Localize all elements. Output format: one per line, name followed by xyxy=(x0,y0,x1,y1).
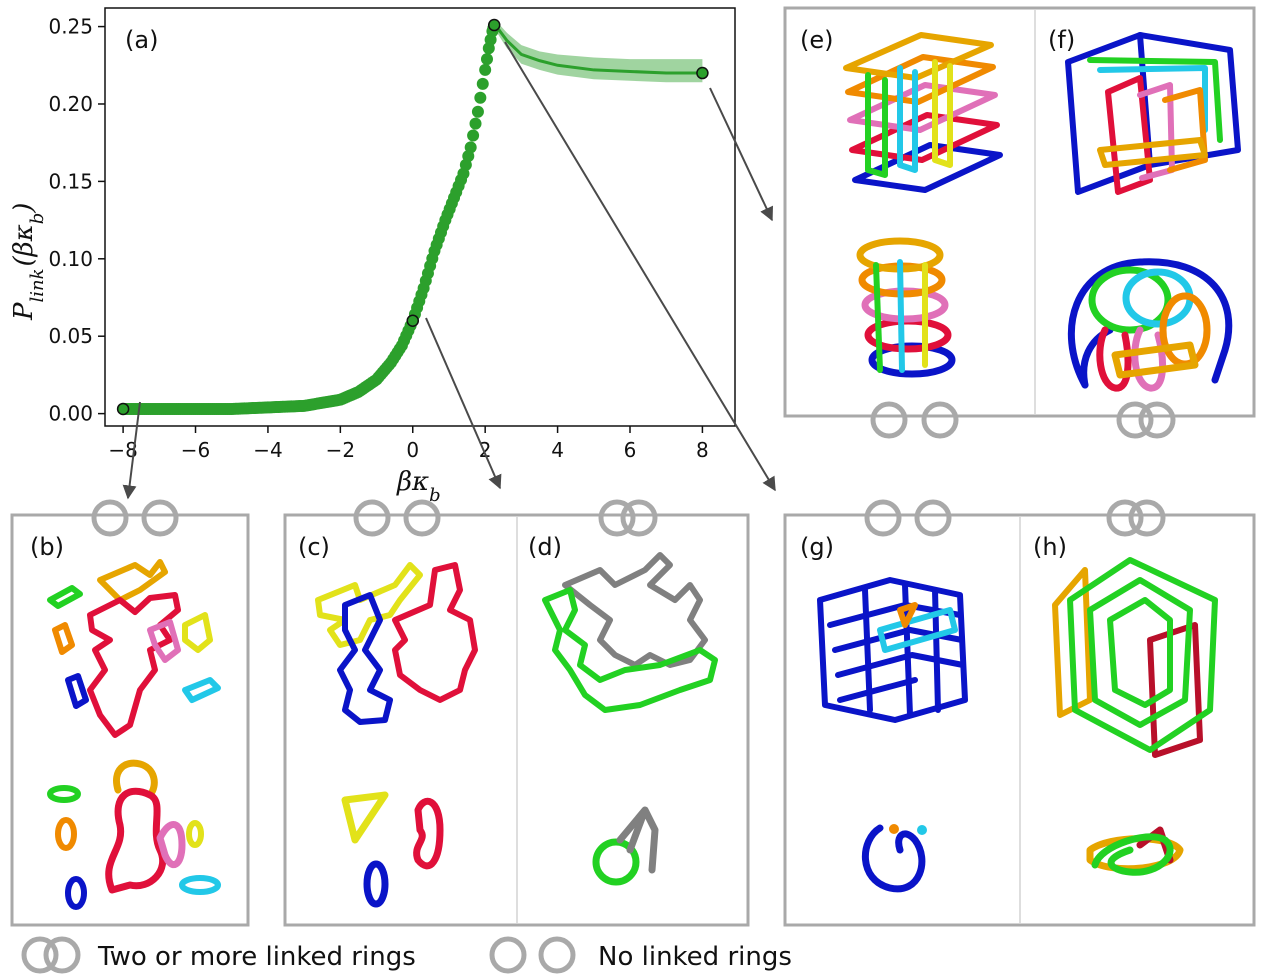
y-tick-label: 0.00 xyxy=(48,402,93,426)
conformation-e-offlattice xyxy=(856,237,956,378)
arrow-to-g xyxy=(504,41,776,492)
data-point xyxy=(480,53,493,66)
ring-cyan-f xyxy=(1097,65,1208,133)
conformation-d-offlattice xyxy=(592,806,659,886)
arrow-to-c xyxy=(425,317,502,490)
ring-gold-e xyxy=(843,32,994,81)
legend-unlinked-label: No linked rings xyxy=(598,942,792,972)
x-tick-label: −2 xyxy=(326,438,355,462)
panel-label-c: (c) xyxy=(298,533,330,561)
data-point xyxy=(474,91,487,104)
panel-label-f: (f) xyxy=(1048,26,1075,54)
box-cd: (c) (d) xyxy=(283,513,750,927)
panel-label-b: (b) xyxy=(30,533,64,561)
box-gh: (g) (h) xyxy=(783,513,1256,927)
ring-icon-unlinked-c xyxy=(353,499,441,537)
highlight-point-b xyxy=(116,402,130,416)
ring-icon-unlinked-g xyxy=(864,499,952,537)
conformation-h-lattice xyxy=(1052,557,1218,758)
data-point xyxy=(471,105,484,118)
arrow-to-b xyxy=(122,401,141,500)
box-b: (b) xyxy=(10,513,250,927)
conformation-g-lattice xyxy=(817,577,968,723)
box-ef: (e) (f) xyxy=(783,6,1256,418)
data-point xyxy=(464,141,477,154)
legend: Two or more linked rings No linked rings xyxy=(21,936,792,974)
y-tick-label: 0.05 xyxy=(48,324,93,348)
y-tick-label: 0.20 xyxy=(48,92,93,116)
arrows xyxy=(122,41,776,500)
ring-gold-f2 xyxy=(1111,341,1199,379)
chart-marks xyxy=(116,18,709,416)
panel-label-d: (d) xyxy=(528,533,562,561)
highlight-point-e xyxy=(696,66,709,80)
ring-icon-unlinked-b xyxy=(91,499,179,537)
highlight-point-g xyxy=(487,18,501,32)
arrow-to-e xyxy=(709,87,773,222)
x-tick-label: 4 xyxy=(551,438,564,462)
ring-pink-f xyxy=(1137,82,1175,181)
data-point xyxy=(469,117,482,130)
ring-green-e xyxy=(865,72,888,178)
y-axis-label: Plink(βκb) xyxy=(9,203,48,321)
ring-green-e2 xyxy=(873,262,883,373)
plot-frame xyxy=(104,7,736,427)
conformation-b-lattice xyxy=(47,559,221,738)
ring-icon-linked-d xyxy=(598,499,658,537)
x-axis-label: βκb xyxy=(396,467,441,506)
panel-label-g: (g) xyxy=(800,533,834,561)
ring-icon-linked-ef xyxy=(1116,401,1176,439)
ring-icon-unlinked-ef xyxy=(870,401,959,439)
conformation-d-lattice xyxy=(542,552,718,713)
ring-green-f xyxy=(1087,57,1223,143)
confidence-band xyxy=(494,18,703,83)
ring-green-f2 xyxy=(1088,266,1172,334)
conformation-f-offlattice xyxy=(1067,258,1233,392)
ring-yellow-e xyxy=(932,59,953,168)
x-tick-label: 6 xyxy=(624,438,637,462)
conformation-g-offlattice xyxy=(862,824,927,893)
y-tick-label: 0.10 xyxy=(48,247,93,271)
data-point xyxy=(467,129,480,142)
legend-linked-icon xyxy=(21,936,81,974)
ring-cyan-e xyxy=(897,65,918,173)
x-tick-label: −4 xyxy=(253,438,282,462)
ring-orange-f xyxy=(1162,87,1208,173)
ring-cyan-e2 xyxy=(897,259,905,373)
x-tick-label: 2 xyxy=(479,438,492,462)
legend-linked-label: Two or more linked rings xyxy=(97,942,416,972)
conformation-e-lattice xyxy=(843,32,1003,193)
panel-label-a: (a) xyxy=(125,26,158,54)
ring-red-f xyxy=(1105,75,1153,195)
panel-label-h: (h) xyxy=(1033,533,1067,561)
legend-unlinked-icon xyxy=(489,936,576,974)
x-tick-label: 8 xyxy=(696,438,709,462)
y-tick-label: 0.25 xyxy=(48,15,93,39)
band-mean-line xyxy=(493,22,703,75)
y-tick-label: 0.15 xyxy=(48,169,93,193)
ring-blue-f2 xyxy=(1067,258,1233,389)
x-tick-label: 0 xyxy=(406,438,419,462)
ring-gold-f xyxy=(1097,137,1208,168)
conformation-c-lattice xyxy=(315,562,478,725)
ring-icon-linked-h xyxy=(1106,499,1166,537)
conformation-h-offlattice xyxy=(1086,826,1184,876)
x-tick-label: −6 xyxy=(181,438,210,462)
highlight-point-c xyxy=(406,314,420,327)
conformation-b-offlattice xyxy=(47,759,221,910)
data-point xyxy=(476,77,489,90)
data-point xyxy=(479,63,492,76)
panel-label-e: (e) xyxy=(800,26,834,54)
conformation-c-offlattice xyxy=(341,791,444,908)
ring-red-f2 xyxy=(1096,326,1132,392)
conformation-f-lattice xyxy=(1065,32,1241,195)
